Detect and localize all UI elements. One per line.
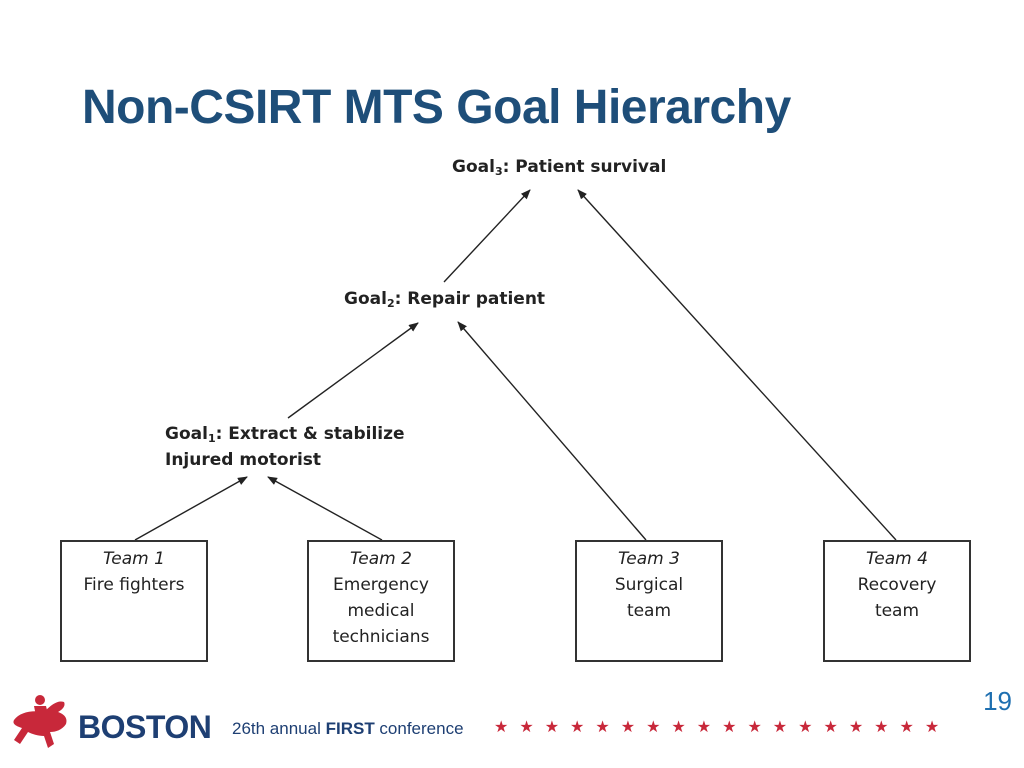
goal-3: Goal3: Patient survival: [452, 157, 667, 178]
footer-stars-icon: ★★★★★★★★★★★★★★★★★★: [494, 717, 951, 736]
goal-1: Goal1: Extract & stabilize Injured motor…: [165, 424, 405, 470]
team-3-name: Team 3: [618, 549, 680, 569]
slide-title: Non-CSIRT MTS Goal Hierarchy: [82, 81, 791, 134]
goal-2: Goal2: Repair patient: [344, 289, 546, 310]
team-2-name: Team 2: [350, 549, 412, 569]
footer-conference: 26th annual FIRST conference: [232, 719, 464, 738]
team-3-box: Team 3 Surgical team: [575, 540, 723, 662]
team-4-name: Team 4: [866, 549, 928, 569]
team-1-desc: Fire fighters: [83, 575, 185, 595]
arrow-goal1-to-goal2: [287, 322, 419, 419]
team-1-name: Team 1: [103, 549, 165, 569]
team-2-box: Team 2 Emergency medical technicians: [307, 540, 455, 662]
team-4-box: Team 4 Recovery team: [823, 540, 971, 662]
arrow-team1-to-goal1: [134, 476, 248, 541]
horse-rider-logo-icon: [13, 695, 67, 748]
team-2-desc: Emergency medical technicians: [332, 575, 430, 647]
team-1-box: Team 1 Fire fighters: [60, 540, 208, 662]
arrow-team3-to-goal2: [457, 321, 647, 541]
page-number: 19: [983, 686, 1012, 716]
arrow-team2-to-goal1: [267, 476, 383, 541]
arrow-team4-to-goal3: [577, 189, 897, 541]
team-3-desc: Surgical team: [614, 575, 684, 621]
team-4-desc: Recovery team: [857, 575, 937, 621]
arrow-goal2-to-goal3: [443, 189, 531, 283]
footer-brand: BOSTON: [78, 709, 212, 745]
